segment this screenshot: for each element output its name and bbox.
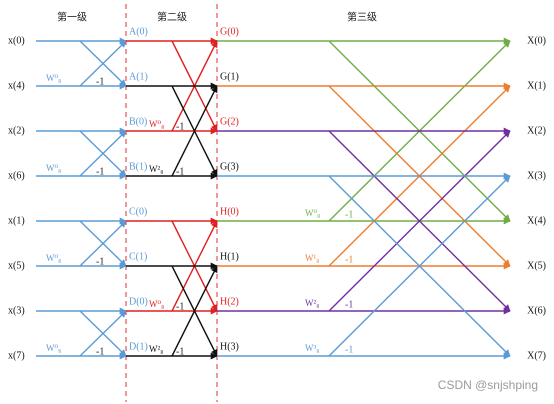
stage2-node-label: G(3) [220, 161, 239, 172]
stage1-node-label: C(1) [129, 251, 147, 262]
stage2-node-label: G(2) [220, 116, 239, 127]
output-label: X(1) [527, 80, 546, 91]
stage3-edge [328, 175, 511, 357]
stage1-node-label: B(1) [129, 161, 147, 172]
stage1-edge [79, 310, 127, 357]
stage1-node-label: A(0) [129, 26, 148, 37]
twiddle-label: W²₈ [149, 344, 163, 354]
input-label: x(4) [8, 80, 25, 91]
neg-one-label: -1 [96, 346, 104, 357]
stage-title-2: 第二级 [157, 10, 187, 23]
stage1-node-label: A(1) [129, 71, 148, 82]
neg-one-label: -1 [176, 121, 184, 132]
twiddle-label: W²₈ [305, 298, 319, 308]
twiddle-label: W⁰₈ [46, 253, 61, 263]
stage1-node-label: D(0) [129, 296, 148, 307]
stage2-edge [171, 265, 218, 357]
twiddle-label: W⁰₈ [149, 299, 164, 309]
output-label: X(4) [527, 215, 546, 226]
neg-one-label: -1 [345, 209, 353, 220]
stage2-node-label: H(1) [220, 251, 239, 262]
neg-one-label: -1 [96, 256, 104, 267]
neg-one-label: -1 [176, 166, 184, 177]
watermark-text: CSDN @snjshping [438, 378, 538, 392]
stage1-edge [79, 130, 127, 177]
twiddle-label: W¹₈ [305, 253, 319, 263]
stage2-node-label: H(0) [220, 206, 239, 217]
stage2-node-label: G(0) [220, 26, 239, 37]
input-label: x(5) [8, 260, 25, 271]
neg-one-label: -1 [176, 346, 184, 357]
stage-title-3: 第三级 [347, 10, 377, 23]
output-label: X(2) [527, 125, 546, 136]
neg-one-label: -1 [345, 299, 353, 310]
neg-one-label: -1 [176, 301, 184, 312]
stage1-edge [79, 220, 127, 267]
output-label: X(0) [527, 35, 546, 46]
neg-one-label: -1 [96, 76, 104, 87]
stage2-node-label: G(1) [220, 71, 239, 82]
stage2-edge [171, 85, 218, 177]
stage1-node-label: D(1) [129, 341, 148, 352]
input-label: x(1) [8, 215, 25, 226]
stage3-edge [328, 130, 511, 312]
neg-one-label: -1 [345, 344, 353, 355]
input-label: x(6) [8, 170, 25, 181]
stage-title-1: 第一级 [57, 10, 87, 23]
twiddle-label: W²₈ [149, 164, 163, 174]
stage1-node-label: C(0) [129, 206, 147, 217]
output-label: X(7) [527, 350, 546, 361]
input-label: x(0) [8, 35, 25, 46]
stage-dividers [125, 4, 218, 402]
twiddle-label: W⁰₈ [149, 119, 164, 129]
twiddle-label: W³₈ [305, 343, 319, 353]
stage2-node-label: H(2) [220, 296, 239, 307]
twiddle-label: W⁰₈ [46, 343, 61, 353]
output-label: X(3) [527, 170, 546, 181]
stage1-node-label: B(0) [129, 116, 147, 127]
neg-one-label: -1 [345, 254, 353, 265]
butterfly-edges [36, 37, 511, 360]
input-label: x(2) [8, 125, 25, 136]
output-label: X(5) [527, 260, 546, 271]
diagram-labels: 第一级 第二级 第三级 x(0) x(4) x(2) x(6) x(1) x(5) x(3) x(7… [8, 10, 546, 392]
stage2-node-label: H(3) [220, 341, 239, 352]
output-label: X(6) [527, 305, 546, 316]
neg-one-label: -1 [96, 166, 104, 177]
stage1-edge [79, 40, 127, 87]
twiddle-label: W⁰₈ [46, 163, 61, 173]
twiddle-label: W⁰₈ [46, 73, 61, 83]
input-label: x(3) [8, 305, 25, 316]
twiddle-label: W⁰₈ [305, 208, 320, 218]
input-label: x(7) [8, 350, 25, 361]
